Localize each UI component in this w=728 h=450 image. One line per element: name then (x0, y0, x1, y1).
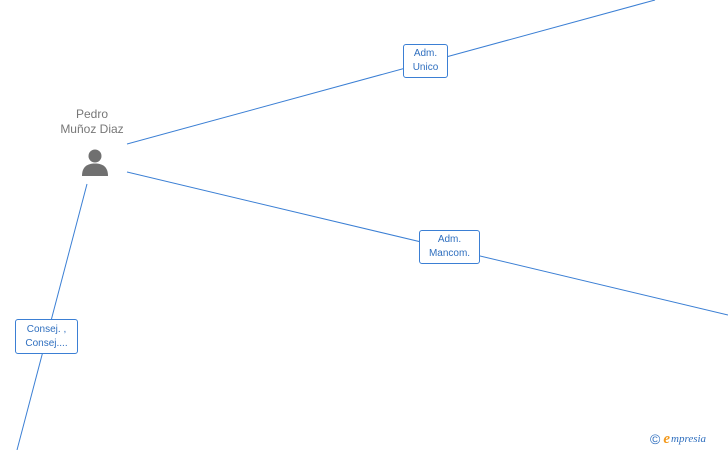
person-name-line1: Pedro (75, 107, 109, 121)
edge-label-consej[interactable]: Consej. , Consej.... (15, 319, 78, 354)
person-name-line2: Muñoz Diaz (60, 122, 124, 136)
edge-label-line1: Consej. , (26, 324, 67, 335)
empresia-logo-text: mpresia (671, 433, 707, 445)
edge-label-adm-mancom[interactable]: Adm. Mancom. (419, 230, 480, 264)
copyright-icon: © (650, 431, 661, 447)
empresia-brand: © e mpresia (650, 430, 706, 448)
edge-label-line1: Adm. (413, 48, 438, 59)
edge-label-line2: Mancom. (428, 248, 471, 259)
person-icon[interactable] (80, 147, 110, 177)
edge-label-adm-unico[interactable]: Adm. Unico (403, 44, 448, 78)
edge-label-line1: Adm. (437, 234, 462, 245)
edge-line-adm-unico (126, 0, 656, 145)
edge-label-line2: Consej.... (25, 338, 68, 349)
person-name[interactable]: Pedro Muñoz Diaz (42, 107, 142, 137)
edge-label-line2: Unico (412, 62, 439, 73)
edge-line-consej (16, 183, 88, 450)
empresia-logo-mark: e (663, 430, 670, 447)
